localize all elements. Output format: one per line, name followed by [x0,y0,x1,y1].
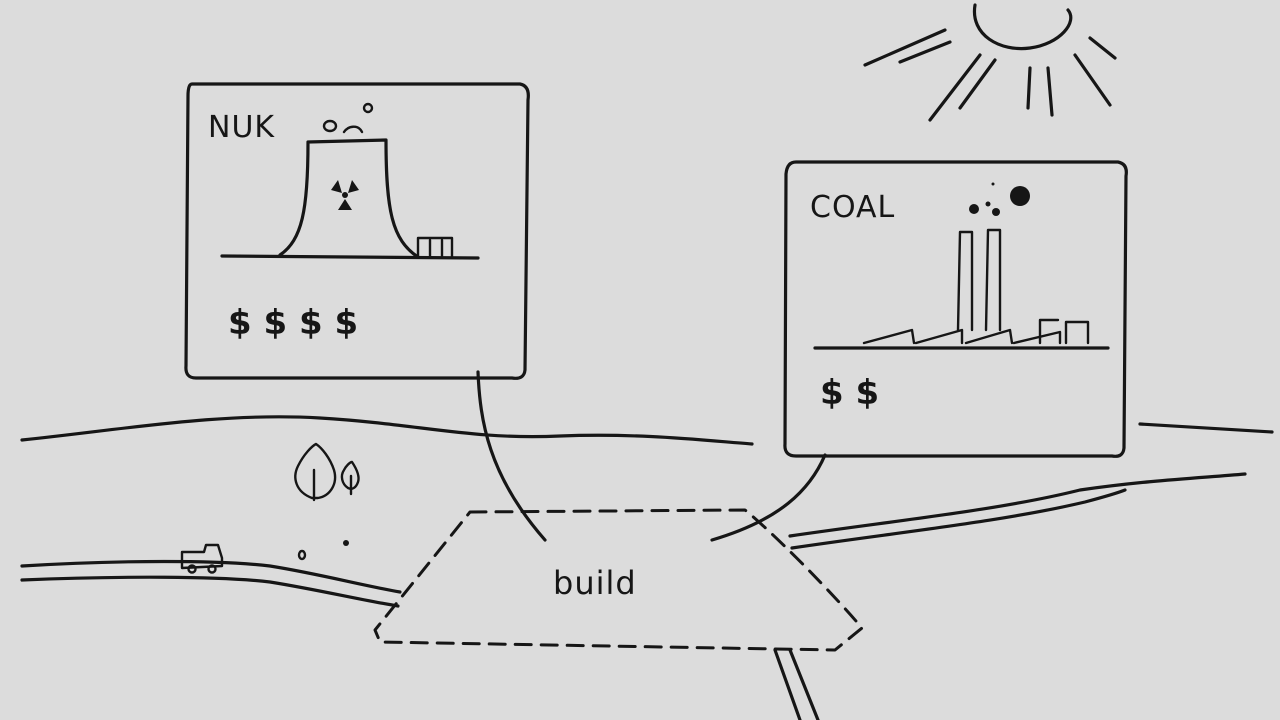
option-card-coal[interactable]: COAL $ $ [783,160,1128,458]
road-right [788,472,1247,538]
truck-icon [180,543,224,574]
option-card-nuclear[interactable]: NUK $ $ $ $ [184,82,530,380]
bush-icon [297,540,349,561]
option-label-nuclear: NUK [208,110,275,145]
road-left [20,559,402,594]
small-tree-icon [340,460,360,496]
connector-coal [710,453,827,542]
nuclear-plant-icon [220,102,480,260]
horizon-line [20,415,754,446]
connector-nuclear [476,370,547,542]
tree-icon [294,442,337,502]
horizon-line-right [1138,422,1274,434]
option-cost-nuclear: $ $ $ $ [228,303,358,343]
option-label-coal: COAL [810,190,895,225]
coal-plant-icon [813,182,1110,350]
landscape [20,415,1274,720]
option-cost-coal: $ $ [820,373,879,413]
build-zone[interactable]: build [373,508,864,652]
sun-icon [863,3,1117,122]
road-down [773,648,802,720]
build-label: build [553,564,637,602]
